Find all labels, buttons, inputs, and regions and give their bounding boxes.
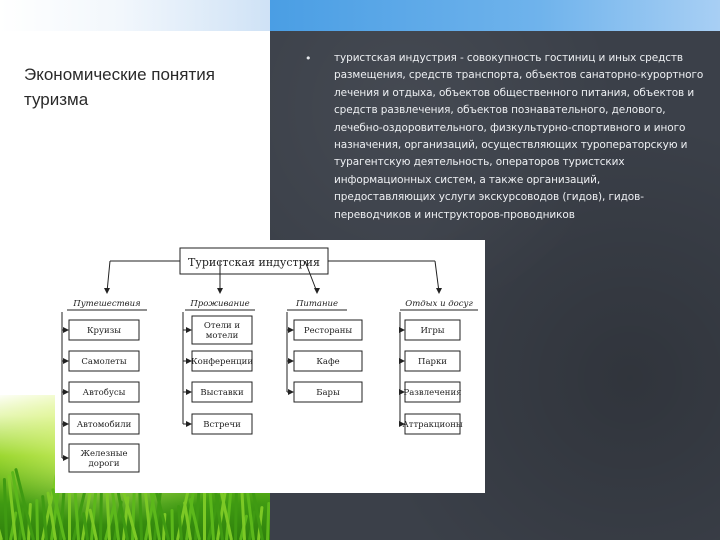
arrowhead (314, 288, 320, 294)
grass-blade (202, 460, 206, 540)
item-arrowhead (288, 389, 294, 395)
arrowhead (104, 288, 110, 294)
category-arrow (434, 260, 440, 293)
item-box (191, 315, 253, 345)
category-label: Отдых и досуг (405, 299, 473, 309)
grass-blade (2, 477, 8, 540)
category-arrow (304, 260, 318, 293)
item-label: Самолеты (81, 357, 126, 367)
definition-text: туристская индустрия - совокупность гост… (334, 52, 704, 221)
item-label: Бары (316, 388, 340, 398)
item-box (404, 350, 461, 372)
item-box (404, 319, 461, 341)
bullet-marker: • (305, 52, 312, 65)
item-box (191, 350, 253, 372)
item-box (404, 381, 461, 403)
item-label: Рестораны (304, 326, 353, 336)
diagram-canvas: Туристская индустрияПутешествияКруизыСам… (61, 247, 478, 473)
item-label-line: дороги (88, 459, 119, 469)
item-arrowhead (288, 327, 294, 333)
category-label: Питание (295, 299, 338, 309)
category-label: Проживание (189, 299, 249, 309)
item-label: Игры (420, 326, 444, 336)
item-arrowhead (63, 455, 69, 461)
item-label: Развлечения (404, 388, 462, 398)
item-arrowhead (399, 421, 405, 427)
item-box (191, 381, 253, 403)
item-arrowhead (288, 358, 294, 364)
arrowhead (217, 288, 223, 294)
item-label: Выставки (200, 388, 244, 398)
item-box (68, 443, 140, 473)
item-arrowhead (63, 421, 69, 427)
item-arrowhead (63, 327, 69, 333)
item-label: Круизы (87, 326, 121, 336)
root-label: Туристская индустрия (188, 256, 320, 269)
slide-title: Экономические понятия туризма (24, 65, 215, 109)
item-arrowhead (186, 421, 192, 427)
category-label: Путешествия (72, 299, 141, 309)
item-arrowhead (399, 358, 405, 364)
top-decorative-band (0, 0, 270, 31)
item-label: Кафе (316, 357, 339, 367)
item-label: Автомобили (77, 419, 132, 430)
grass-blade (137, 487, 143, 540)
item-arrowhead (186, 358, 192, 364)
item-box (293, 319, 363, 341)
item-label-line: Отели и (204, 321, 240, 331)
item-arrowhead (63, 358, 69, 364)
grass-blade (67, 450, 71, 540)
item-arrowhead (186, 327, 192, 333)
item-box (68, 413, 140, 435)
item-label-line: мотели (206, 331, 239, 341)
item-label: Аттракционы (402, 420, 463, 430)
item-box (404, 413, 461, 435)
item-arrowhead (186, 389, 192, 395)
item-label: Встречи (203, 420, 241, 430)
item-arrowhead (399, 389, 405, 395)
item-box (293, 350, 363, 372)
grass-blade (170, 508, 174, 540)
item-label: Автобусы (83, 387, 126, 398)
item-box (191, 413, 253, 435)
grass-blade (0, 515, 3, 540)
item-label-line: Железные (80, 449, 127, 459)
item-box (68, 381, 140, 403)
item-box (68, 350, 140, 372)
item-label: Парки (418, 357, 447, 367)
item-label: Конференции (191, 357, 253, 367)
item-arrowhead (399, 327, 405, 333)
grass-blade (35, 498, 39, 540)
item-box (68, 319, 140, 341)
item-box (293, 381, 363, 403)
category-arrow (106, 260, 111, 293)
arrowhead (436, 288, 442, 294)
blue-accent-strip (270, 0, 720, 31)
item-arrowhead (63, 389, 69, 395)
